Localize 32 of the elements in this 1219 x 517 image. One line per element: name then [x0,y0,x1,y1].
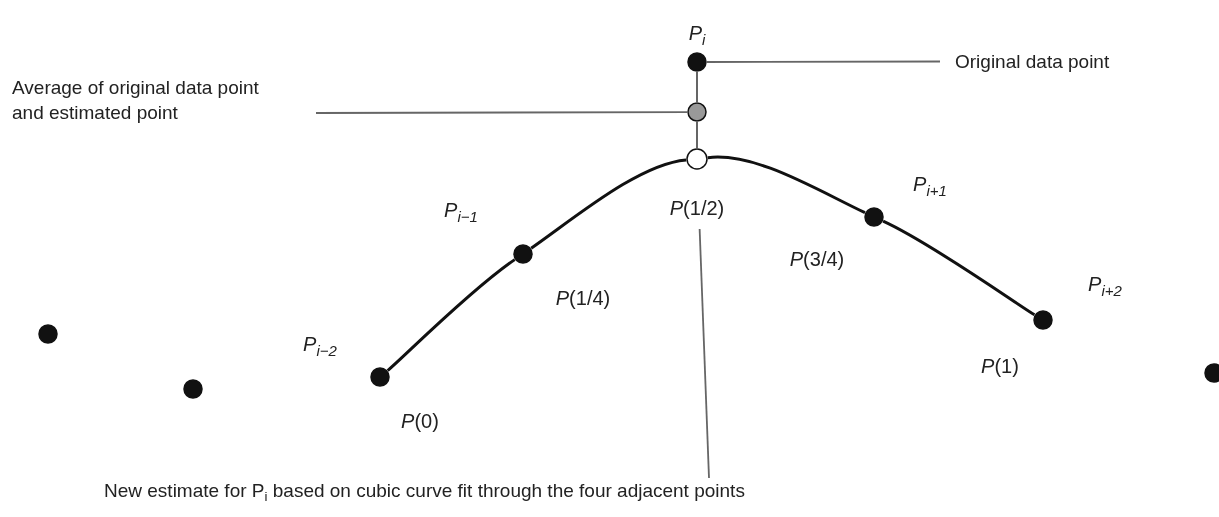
connector-line [696,71,698,103]
data-point [864,207,884,227]
curve-segment [707,155,866,215]
data-point [38,324,58,344]
curve-segment [530,158,687,250]
data-point [687,52,707,72]
curve-segment [882,219,1036,317]
leader-line [698,228,710,479]
point-label: P$_{i−1}$ [444,199,478,225]
annotation-text: New estimate for P$_{i}$ based on cubic curve fit through the four adjacent points [104,478,1204,509]
data-point [1033,310,1053,330]
point-label: P(1/4) [555,288,611,308]
data-point [1204,363,1219,383]
point-label: P(0) [401,411,439,431]
point-label: P(1/2) [669,198,725,218]
point-label: P$_{i−2}$ [303,333,337,359]
data-point [686,148,708,170]
annotation-text: Average of original data point and estimated point [12,75,294,125]
data-point [687,102,707,122]
leader-line [706,60,941,63]
point-label: P(1) [981,356,1019,376]
data-point [513,244,533,264]
point-label: P(3/4) [789,249,845,269]
connector-line [696,121,698,149]
leader-line [315,111,688,114]
data-point [370,367,390,387]
data-point [183,379,203,399]
annotation-text: Original data point [955,49,1145,74]
point-label: P$_{i+2}$ [1088,273,1122,299]
point-label: P$_{i+1}$ [913,173,947,199]
curve-segment [386,258,516,372]
point-label: P$_{i}$ [688,22,706,48]
